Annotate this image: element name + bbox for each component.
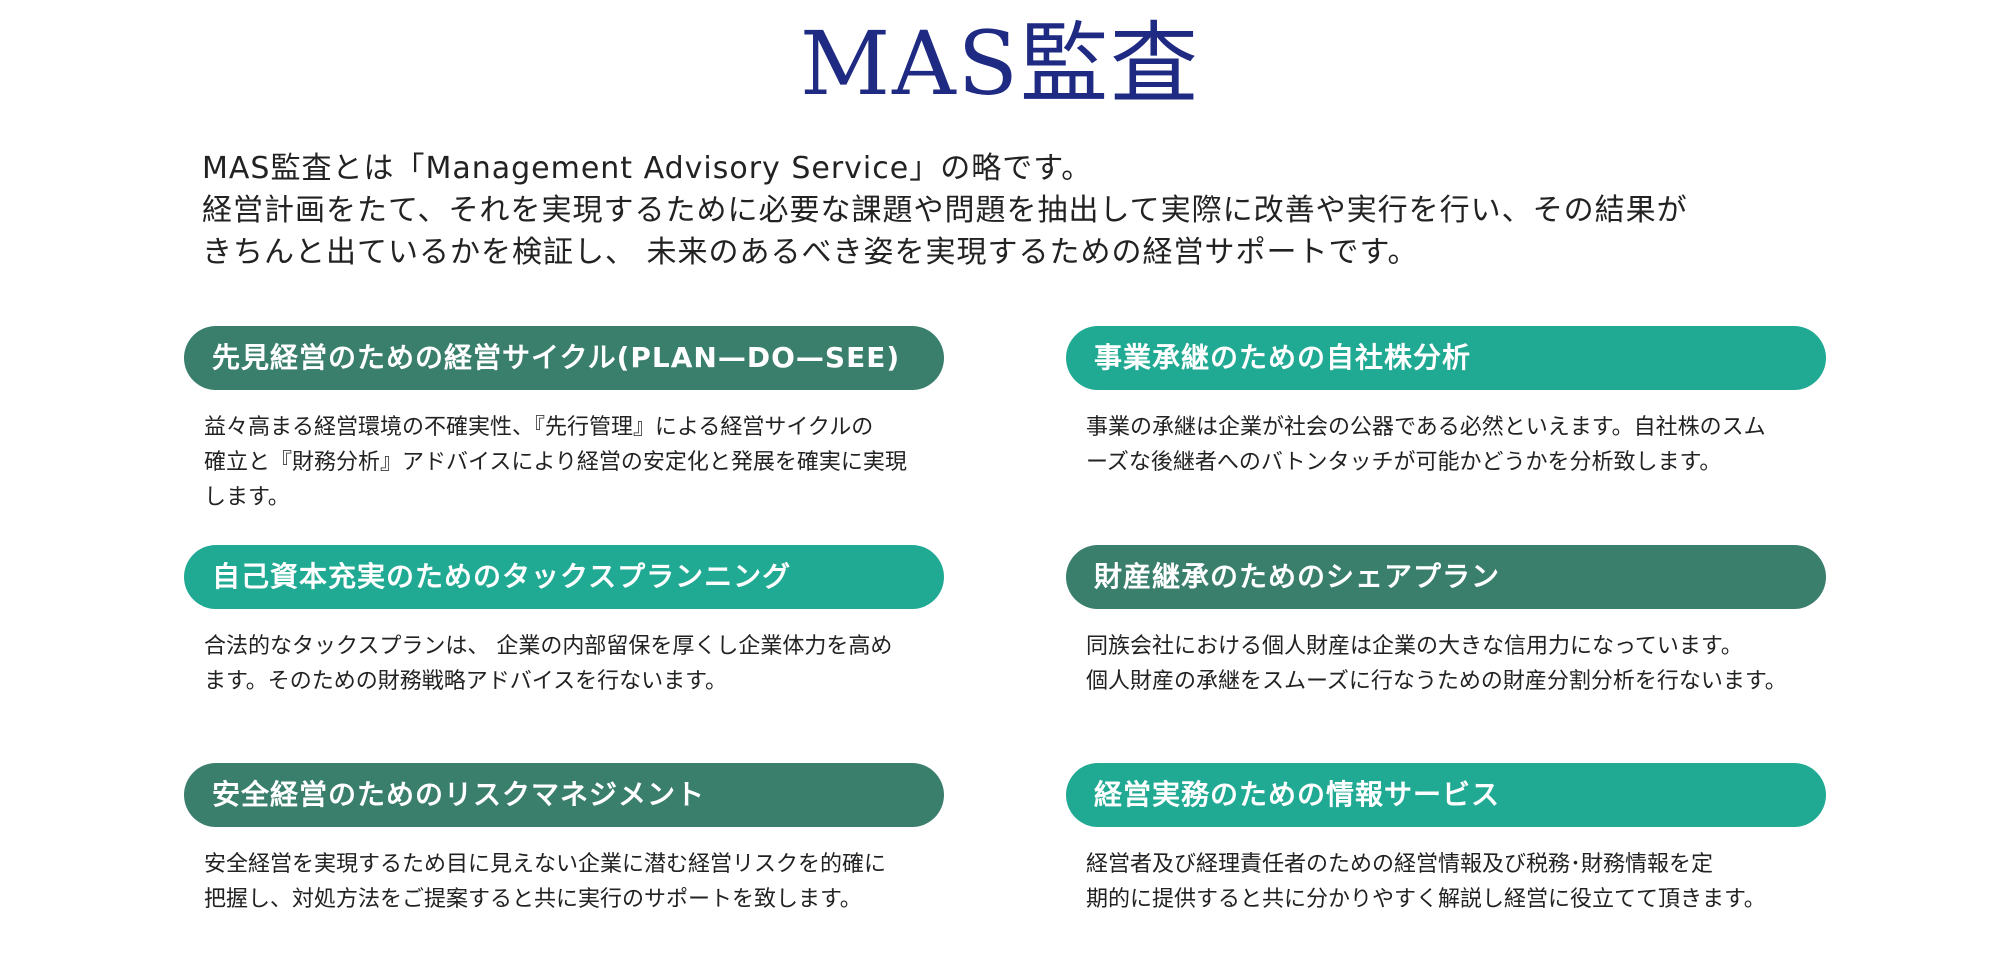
- section-description: 同族会社における個人財産は企業の大きな信用力になっています。 個人財産の承継をス…: [1066, 629, 1806, 699]
- section-description: 経営者及び経理責任者のための経営情報及び税務･財務情報を定 期的に提供すると共に…: [1066, 847, 1806, 917]
- section-description: 合法的なタックスプランは、 企業の内部留保を厚くし企業体力を高め ます。そのため…: [184, 629, 924, 699]
- section-business-succession: 事業承継のための自社株分析 事業の承継は企業が社会の公器である必然といえます。自…: [1066, 326, 1826, 480]
- description-line: 合法的なタックスプランは、 企業の内部留保を厚くし企業体力を高め: [204, 634, 893, 659]
- intro-paragraph: MAS監査とは「Management Advisory Service」の略です…: [202, 148, 1842, 274]
- intro-line: きちんと出ているかを検証し、 未来のあるべき姿を実現するための経営サポートです。: [202, 235, 1419, 270]
- description-line: ます。そのための財務戦略アドバイスを行ないます。: [204, 669, 727, 694]
- section-management-cycle: 先見経営のための経営サイクル(PLAN—DO—SEE) 益々高まる経営環境の不確…: [184, 326, 944, 515]
- section-heading: 経営実務のための情報サービス: [1066, 763, 1826, 827]
- intro-line: MAS監査とは「Management Advisory Service」の略です…: [202, 151, 1093, 186]
- section-heading: 事業承継のための自社株分析: [1066, 326, 1826, 390]
- description-line: 事業の承継は企業が社会の公器である必然といえます。自社株のスム: [1086, 415, 1766, 440]
- description-line: 個人財産の承継をスムーズに行なうための財産分割分析を行ないます。: [1086, 669, 1787, 694]
- section-heading: 安全経営のためのリスクマネジメント: [184, 763, 944, 827]
- section-description: 事業の承継は企業が社会の公器である必然といえます。自社株のスム ーズな後継者への…: [1066, 410, 1806, 480]
- intro-line: 経営計画をたて、それを実現するために必要な課題や問題を抽出して実際に改善や実行を…: [202, 193, 1688, 228]
- section-share-plan: 財産継承のためのシェアプラン 同族会社における個人財産は企業の大きな信用力になっ…: [1066, 545, 1826, 699]
- description-line: 益々高まる経営環境の不確実性、『先行管理』による経営サイクルの: [204, 415, 874, 440]
- section-risk-management: 安全経営のためのリスクマネジメント 安全経営を実現するため目に見えない企業に潜む…: [184, 763, 944, 917]
- section-information-service: 経営実務のための情報サービス 経営者及び経理責任者のための経営情報及び税務･財務…: [1066, 763, 1826, 917]
- section-tax-planning: 自己資本充実のためのタックスプランニング 合法的なタックスプランは、 企業の内部…: [184, 545, 944, 699]
- description-line: 把握し、対処方法をご提案すると共に実行のサポートを致します。: [204, 887, 862, 912]
- description-line: 経営者及び経理責任者のための経営情報及び税務･財務情報を定: [1086, 852, 1714, 877]
- section-description: 益々高まる経営環境の不確実性、『先行管理』による経営サイクルの 確立と『財務分析…: [184, 410, 924, 515]
- section-heading: 自己資本充実のためのタックスプランニング: [184, 545, 944, 609]
- section-heading: 先見経営のための経営サイクル(PLAN—DO—SEE): [184, 326, 944, 390]
- description-line: ーズな後継者へのバトンタッチが可能かどうかを分析致します。: [1086, 450, 1722, 475]
- page-title: MAS監査: [800, 12, 1200, 115]
- description-line: します。: [204, 485, 290, 510]
- description-line: 確立と『財務分析』アドバイスにより経営の安定化と発展を確実に実現: [204, 450, 907, 475]
- section-description: 安全経営を実現するため目に見えない企業に潜む経営リスクを的確に 把握し、対処方法…: [184, 847, 924, 917]
- description-line: 安全経営を実現するため目に見えない企業に潜む経営リスクを的確に: [204, 852, 887, 877]
- section-heading: 財産継承のためのシェアプラン: [1066, 545, 1826, 609]
- description-line: 期的に提供すると共に分かりやすく解説し経営に役立てて頂きます。: [1086, 887, 1766, 912]
- description-line: 同族会社における個人財産は企業の大きな信用力になっています。: [1086, 634, 1743, 659]
